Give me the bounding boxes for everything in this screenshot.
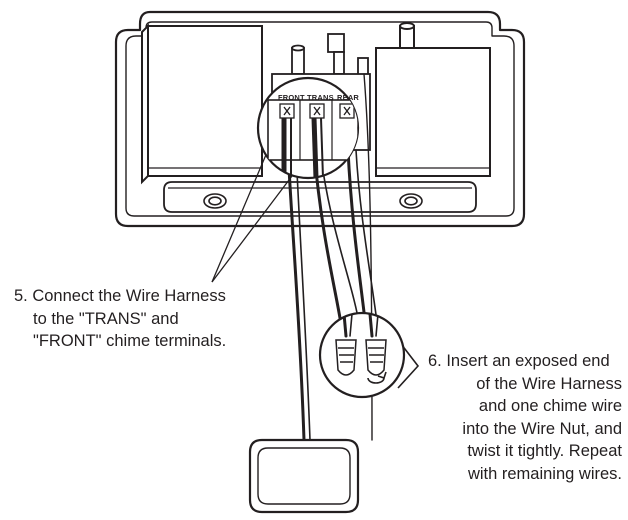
wire-nut-right xyxy=(365,339,387,376)
mounting-rail xyxy=(163,181,477,213)
step5-caption: 5. Connect the Wire Harness to the "TRAN… xyxy=(14,285,226,353)
screw-hole-right xyxy=(399,193,423,209)
doorbell-button xyxy=(248,438,360,514)
plunger-posts xyxy=(291,33,369,77)
terminal-magnifier: FRONT TRANS REAR xyxy=(256,76,359,180)
step5-line3: "FRONT" chime terminals. xyxy=(33,332,227,350)
terminal-label-trans: TRANS xyxy=(307,93,334,102)
step6-caption: 6. Insert an exposed end of the Wire Har… xyxy=(428,350,622,485)
wire-nut-magnifier xyxy=(318,311,406,399)
terminal-label-rear: REAR xyxy=(337,93,359,102)
solenoid-left xyxy=(141,23,263,185)
step6-line1: 6. Insert an exposed end xyxy=(428,352,610,370)
step6-line3: and one chime wire xyxy=(478,397,622,415)
wire-nut-left xyxy=(335,339,357,376)
solenoid-right xyxy=(375,22,491,177)
step5-line2: to the "TRANS" and xyxy=(33,309,179,328)
screw-hole-left xyxy=(203,193,227,209)
step6-line4: into the Wire Nut, and xyxy=(462,419,622,438)
chime-wires xyxy=(286,73,379,442)
step6-line2: of the Wire Harness xyxy=(476,374,622,393)
pointer-lines-step5 xyxy=(211,149,293,283)
terminal-label-front: FRONT xyxy=(278,93,305,102)
step5-line1: 5. Connect the Wire Harness xyxy=(14,287,226,305)
step6-line6: with remaining wires. xyxy=(467,464,622,483)
step6-line5: twist it tightly. Repeat xyxy=(467,442,622,460)
twist-arrow-icon xyxy=(367,371,387,384)
